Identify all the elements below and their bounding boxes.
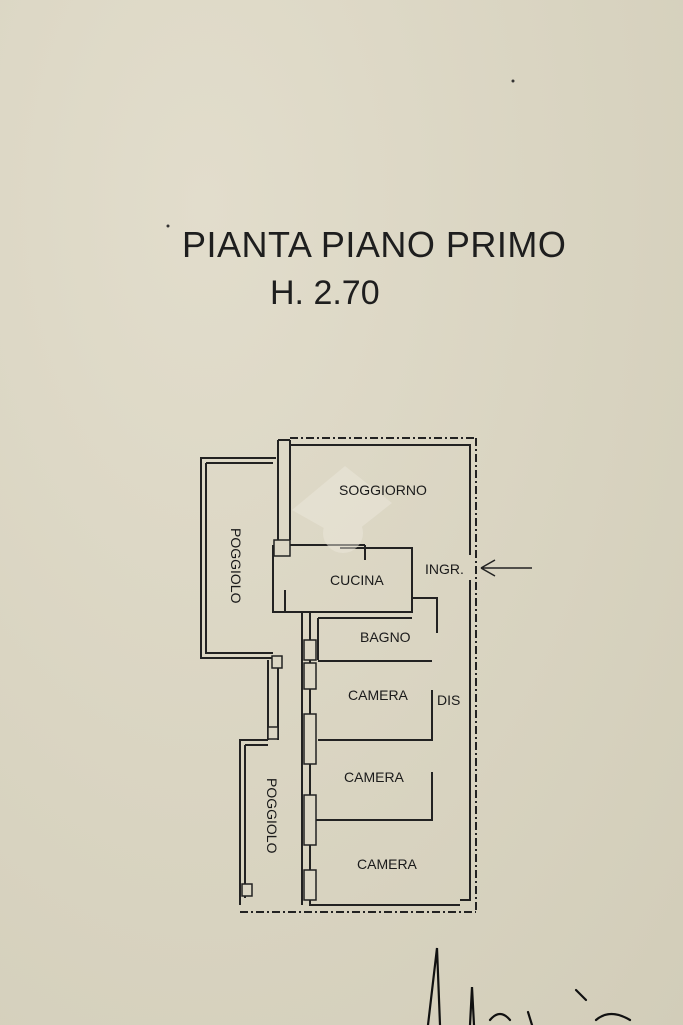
- wall-pillars: [241, 539, 317, 901]
- paper-speck: [166, 224, 170, 228]
- room-label-ingresso: INGR.: [425, 561, 464, 577]
- walls: [200, 437, 477, 913]
- room-label-dis: DIS: [437, 692, 460, 708]
- plan-title: PIANTA PIANO PRIMO: [182, 224, 567, 265]
- room-label-camera: CAMERA: [357, 856, 418, 872]
- room-label-soggiorno: SOGGIORNO: [339, 482, 427, 498]
- entrance-arrow-icon: [480, 559, 532, 577]
- signature: [426, 947, 632, 1025]
- room-label-poggiolo: POGGIOLO: [264, 778, 280, 854]
- watermark-logo: [292, 466, 392, 553]
- room-label-cucina: CUCINA: [330, 572, 384, 588]
- room-label-bagno: BAGNO: [360, 629, 411, 645]
- room-label-camera: CAMERA: [348, 687, 409, 703]
- paper-speck: [511, 79, 515, 83]
- room-label-camera: CAMERA: [344, 769, 405, 785]
- ceiling-height: H. 2.70: [270, 274, 380, 312]
- room-label-poggiolo: POGGIOLO: [228, 528, 244, 604]
